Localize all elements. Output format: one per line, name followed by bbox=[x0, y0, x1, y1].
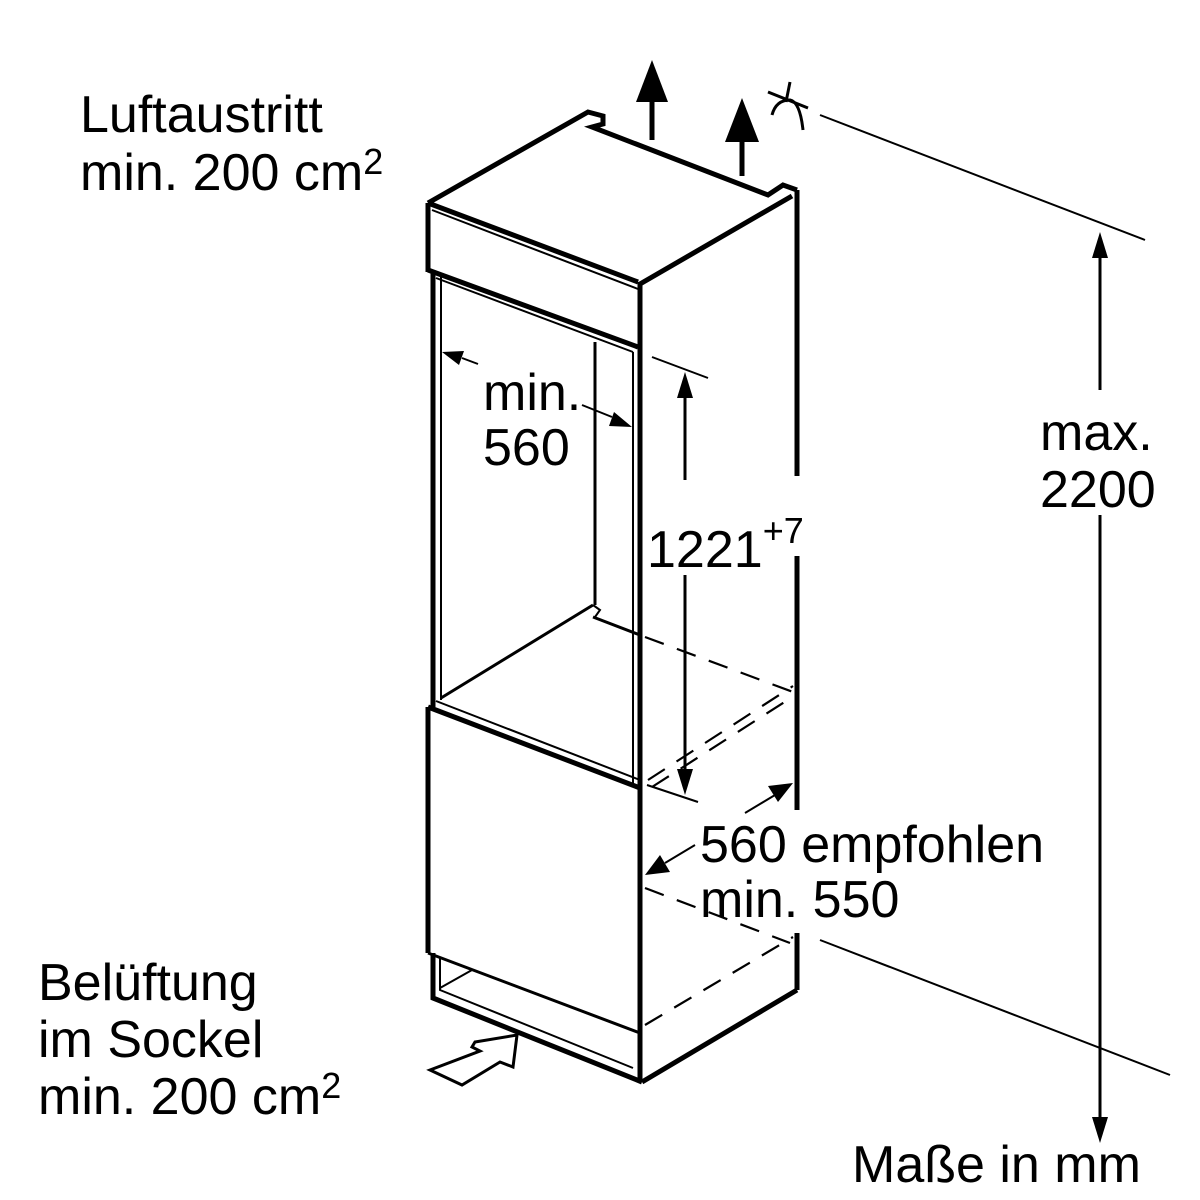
air-outlet-value: min. 200 cm2 bbox=[80, 141, 383, 202]
niche-width-value: 560 bbox=[483, 419, 570, 477]
niche-width-label: min. bbox=[483, 364, 581, 422]
depth-min: min. 550 bbox=[700, 871, 899, 929]
cabinet-top bbox=[425, 109, 798, 353]
lower-door bbox=[425, 700, 641, 1035]
units-note: Maße in mm bbox=[852, 1136, 1141, 1194]
plinth-vent-title: Belüftung bbox=[38, 954, 258, 1012]
cabinet-sides bbox=[430, 190, 800, 1085]
plinth-vent-value: min. 200 cm2 bbox=[38, 1065, 341, 1126]
ceiling-symbol-icon bbox=[767, 81, 809, 131]
air-outlet-title: Luftaustritt bbox=[80, 86, 323, 144]
depth-dimension bbox=[645, 783, 793, 875]
arrow-up-icon bbox=[725, 98, 759, 142]
niche-height-value: 1221+7 bbox=[647, 510, 804, 579]
air-outlet-arrows bbox=[636, 60, 759, 176]
niche-height-dimension bbox=[646, 356, 709, 803]
max-height-dimension bbox=[819, 114, 1171, 1143]
arrow-up-icon bbox=[636, 60, 668, 102]
plinth-vent-subtitle: im Sockel bbox=[38, 1011, 263, 1069]
max-height-value: 2200 bbox=[1040, 461, 1156, 519]
niche-shelf bbox=[440, 603, 798, 788]
depth-recommended: 560 empfohlen bbox=[700, 816, 1044, 874]
plinth bbox=[430, 886, 794, 1085]
max-height-label: max. bbox=[1040, 404, 1153, 462]
air-inlet-arrow-icon bbox=[426, 1033, 519, 1087]
niche-width-dimension bbox=[442, 351, 632, 427]
